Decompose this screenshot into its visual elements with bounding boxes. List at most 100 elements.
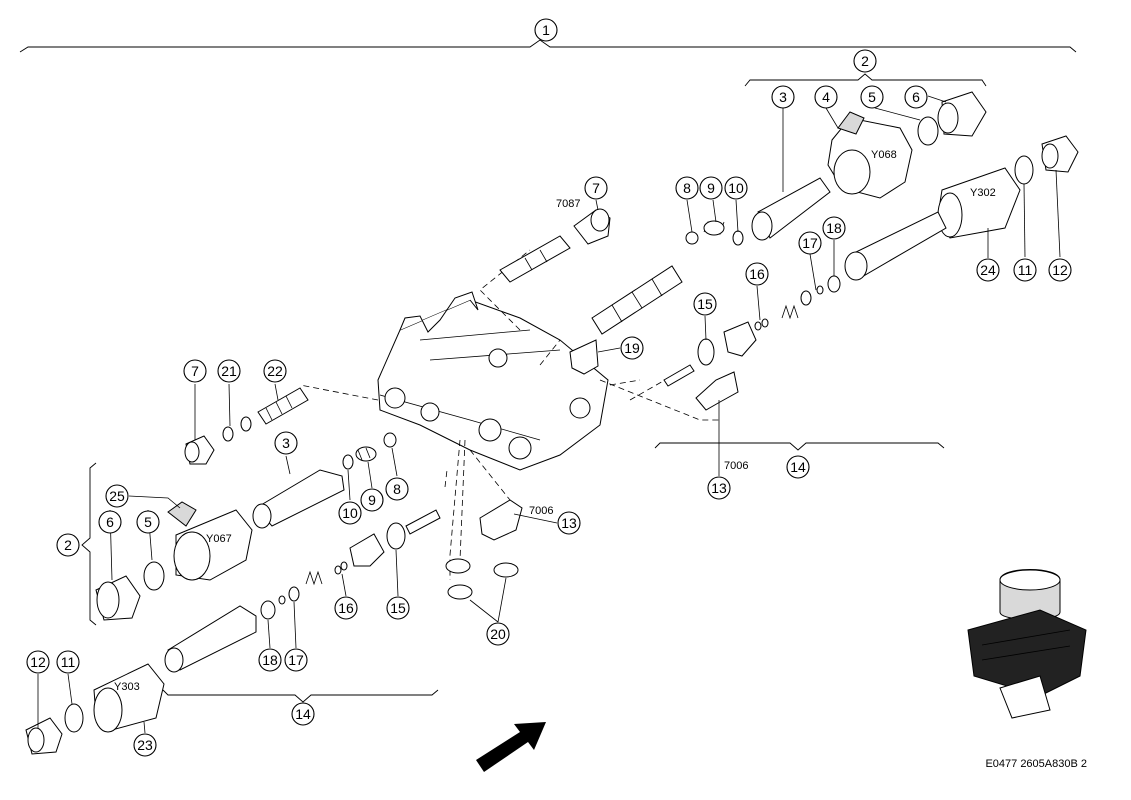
oring-17-right xyxy=(816,285,824,295)
svg-text:3: 3 xyxy=(779,89,787,105)
solenoid-coil-y068: Y068 xyxy=(827,111,913,199)
oring-17-left xyxy=(278,595,286,605)
svg-text:21: 21 xyxy=(221,363,237,379)
svg-text:18: 18 xyxy=(826,220,842,236)
callout-25: 25 xyxy=(105,484,129,508)
svg-text:12: 12 xyxy=(30,654,46,670)
solenoid-coil-y302: Y302 xyxy=(937,167,1021,239)
solenoid-label-y067: Y067 xyxy=(206,533,232,545)
svg-text:7: 7 xyxy=(191,363,199,379)
svg-text:12: 12 xyxy=(1052,262,1068,278)
callout-7-right: 7 xyxy=(584,176,608,200)
sensor-label-7006-left: 7006 xyxy=(529,505,553,517)
check-valve-left xyxy=(349,533,385,567)
svg-text:17: 17 xyxy=(288,652,304,668)
sensor-7087: 7087 xyxy=(556,198,611,245)
callout-15-right: 15 xyxy=(693,292,717,316)
callout-10-right: 10 xyxy=(724,176,748,200)
sensor-7006-left: 7006 xyxy=(479,499,553,541)
svg-text:4: 4 xyxy=(822,89,830,105)
svg-text:5: 5 xyxy=(144,514,152,530)
valve-cartridge-3-right xyxy=(751,177,831,241)
svg-text:3: 3 xyxy=(282,435,290,451)
svg-text:25: 25 xyxy=(109,488,125,504)
small-oring-16-right xyxy=(754,318,769,331)
bracket-assembly-14-left xyxy=(162,689,439,703)
callout-7-left: 7 xyxy=(183,359,207,383)
svg-text:8: 8 xyxy=(393,481,401,497)
pilot-stem xyxy=(499,235,571,283)
callout-14-left: 14 xyxy=(291,702,315,726)
callout-9-right: 9 xyxy=(699,176,723,200)
oring-10-right xyxy=(732,230,744,246)
washer-left-small xyxy=(288,586,300,602)
oring-5-right xyxy=(917,116,939,146)
bracket-assembly-1 xyxy=(19,39,1077,53)
svg-text:17: 17 xyxy=(802,235,818,251)
nut-6-left xyxy=(95,575,141,621)
callout-17-right: 17 xyxy=(798,231,822,255)
callout-22: 22 xyxy=(263,359,287,383)
callout-13-left: 13 xyxy=(557,511,581,535)
svg-text:5: 5 xyxy=(868,89,876,105)
orings-20 xyxy=(445,558,519,600)
svg-text:15: 15 xyxy=(390,600,406,616)
svg-text:22: 22 xyxy=(267,363,283,379)
callout-19: 19 xyxy=(620,336,644,360)
bracket-assembly-2-top xyxy=(744,73,987,87)
valve-cartridge-3-left xyxy=(252,469,345,529)
svg-text:14: 14 xyxy=(295,706,311,722)
pin-left xyxy=(405,509,441,535)
svg-text:24: 24 xyxy=(980,262,996,278)
washer-8-right xyxy=(685,231,699,245)
callout-12-right: 12 xyxy=(1048,258,1072,282)
callout-6-left: 6 xyxy=(98,510,122,534)
solenoid-label-y303: Y303 xyxy=(114,681,140,693)
callout-12-left: 12 xyxy=(26,650,50,674)
callout-9-left: 9 xyxy=(360,488,384,512)
spring-9-right xyxy=(703,220,725,236)
oring-18-right xyxy=(827,275,841,293)
valve-block xyxy=(377,291,609,471)
sensor-label-7006-right: 7006 xyxy=(724,460,748,472)
solenoid-label-y068: Y068 xyxy=(871,149,897,161)
callout-23: 23 xyxy=(133,733,157,757)
callout-11-left: 11 xyxy=(56,650,80,674)
callout-18-right: 18 xyxy=(822,216,846,240)
spring-small-left xyxy=(305,570,323,586)
pin-right xyxy=(663,364,695,387)
svg-text:11: 11 xyxy=(61,654,76,670)
oring-21b xyxy=(240,416,252,432)
svg-text:11: 11 xyxy=(1018,262,1033,278)
oring-10-left xyxy=(342,454,354,470)
svg-text:10: 10 xyxy=(728,180,744,196)
oring-11-left xyxy=(64,703,84,733)
callout-17-left: 17 xyxy=(284,648,308,672)
bracket-assembly-2-left xyxy=(81,462,97,626)
washer-8-left xyxy=(383,432,397,448)
oring-21 xyxy=(222,426,234,442)
svg-text:19: 19 xyxy=(624,340,640,356)
callout-5-left: 5 xyxy=(136,510,160,534)
svg-text:13: 13 xyxy=(711,480,727,496)
svg-text:20: 20 xyxy=(490,626,506,642)
spool-right xyxy=(591,265,683,335)
callout-20: 20 xyxy=(486,622,510,646)
adapter-19 xyxy=(569,339,599,375)
sensor-7006-right: 7006 xyxy=(695,371,748,472)
svg-text:7: 7 xyxy=(592,180,600,196)
solenoid-coil-y067: Y067 xyxy=(167,501,253,581)
callout-24: 24 xyxy=(976,258,1000,282)
callout-18-left: 18 xyxy=(258,648,282,672)
check-valve-right xyxy=(723,321,757,357)
svg-text:1: 1 xyxy=(542,22,550,38)
drawing-reference-code: E0477 2605A830B 2 xyxy=(985,758,1087,770)
oring-18-left xyxy=(260,600,276,620)
svg-text:2: 2 xyxy=(861,53,869,69)
valve-cartridge-right-lower xyxy=(844,211,947,281)
svg-text:15: 15 xyxy=(697,296,713,312)
washer-right-small xyxy=(800,290,812,306)
callout-2-right: 2 xyxy=(853,49,877,73)
callout-4: 4 xyxy=(814,85,838,109)
callout-10-left: 10 xyxy=(338,501,362,525)
